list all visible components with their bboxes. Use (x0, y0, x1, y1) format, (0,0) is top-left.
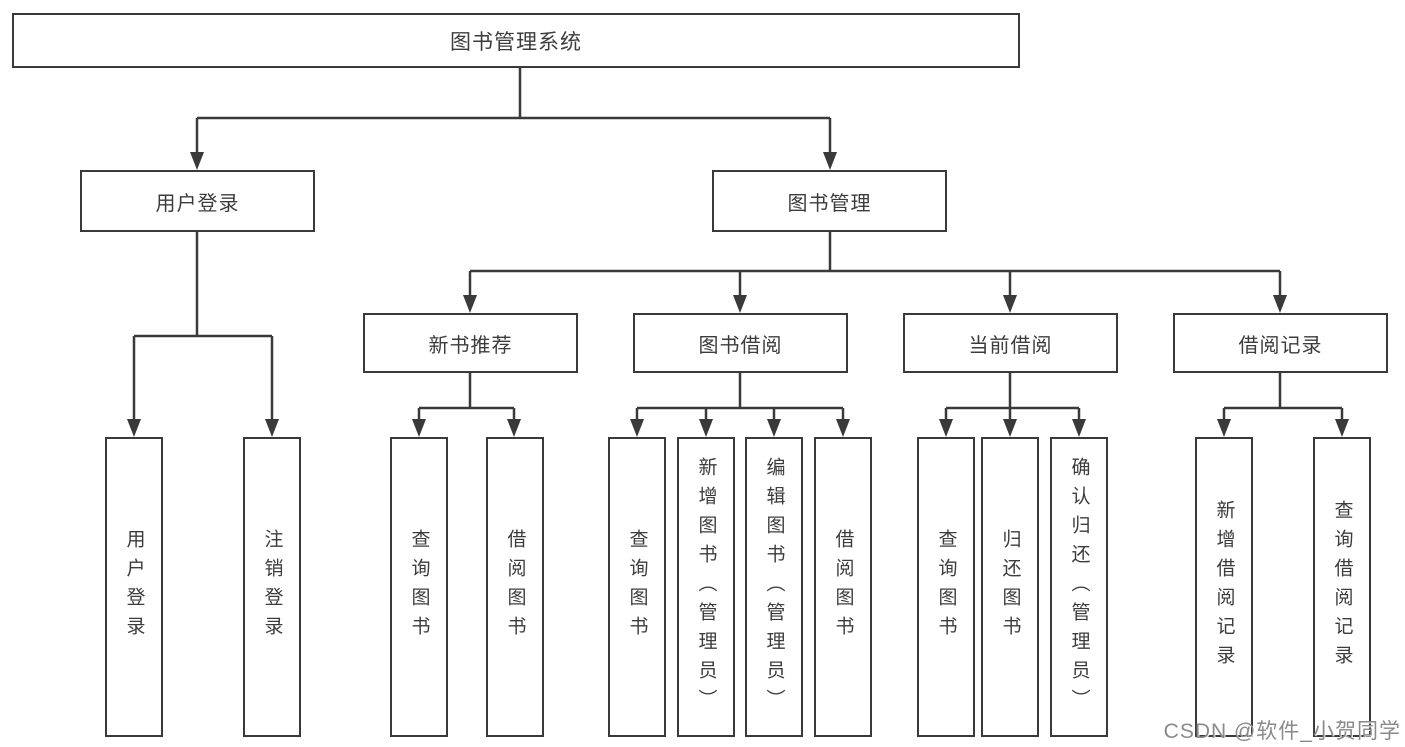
leaf-query-books-current-label: 查询图书 (935, 529, 957, 645)
leaf-query-books-recommend-label: 查询图书 (408, 529, 430, 645)
leaf-logout: 注销登录 (243, 437, 301, 737)
node-borrow-records: 借阅记录 (1173, 313, 1388, 373)
leaf-edit-book-admin: 编辑图书（管理员） (745, 437, 803, 737)
node-borrow-records-label: 借阅记录 (1238, 334, 1323, 357)
leaf-add-book-admin: 新增图书（管理员） (677, 437, 735, 737)
node-root: 图书管理系统 (12, 13, 1020, 68)
leaf-add-book-admin-label: 新增图书（管理员） (695, 456, 717, 718)
node-book-borrow-label: 图书借阅 (698, 334, 783, 357)
leaf-confirm-return-admin-label: 确认归还（管理员） (1068, 456, 1090, 718)
leaf-return-book: 归还图书 (981, 437, 1039, 737)
leaf-borrow-books-recommend: 借阅图书 (486, 437, 544, 737)
leaf-query-books-borrow: 查询图书 (608, 437, 666, 737)
arrowhead-group (127, 152, 1349, 437)
leaf-logout-label: 注销登录 (261, 529, 283, 645)
node-current-borrow: 当前借阅 (903, 313, 1118, 373)
leaf-user-login-label: 用户登录 (123, 529, 145, 645)
leaf-query-books-current: 查询图书 (917, 437, 975, 737)
leaf-query-borrow-record-label: 查询借阅记录 (1331, 500, 1353, 674)
leaf-query-books-recommend: 查询图书 (390, 437, 448, 737)
leaf-add-borrow-record: 新增借阅记录 (1195, 437, 1253, 737)
node-current-borrow-label: 当前借阅 (968, 334, 1053, 357)
leaf-return-book-label: 归还图书 (999, 529, 1021, 645)
csdn-watermark: CSDN @软件_小贺同学 (1163, 720, 1401, 743)
leaf-borrow-books-recommend-label: 借阅图书 (504, 529, 526, 645)
leaf-query-books-borrow-label: 查询图书 (626, 529, 648, 645)
leaf-user-login: 用户登录 (105, 437, 163, 737)
node-book-management: 图书管理 (712, 170, 947, 232)
node-new-book-recommend-label: 新书推荐 (428, 334, 513, 357)
node-book-management-label: 图书管理 (787, 192, 872, 215)
leaf-confirm-return-admin: 确认归还（管理员） (1050, 437, 1108, 737)
node-root-label: 图书管理系统 (450, 30, 582, 54)
leaf-borrow-books-label: 借阅图书 (832, 529, 854, 645)
node-user-login-label: 用户登录 (155, 192, 240, 215)
leaf-add-borrow-record-label: 新增借阅记录 (1213, 500, 1235, 674)
leaf-query-borrow-record: 查询借阅记录 (1313, 437, 1371, 737)
leaf-edit-book-admin-label: 编辑图书（管理员） (763, 456, 785, 718)
leaf-borrow-books: 借阅图书 (814, 437, 872, 737)
node-book-borrow: 图书借阅 (633, 313, 848, 373)
node-user-login: 用户登录 (80, 170, 315, 232)
node-new-book-recommend: 新书推荐 (363, 313, 578, 373)
